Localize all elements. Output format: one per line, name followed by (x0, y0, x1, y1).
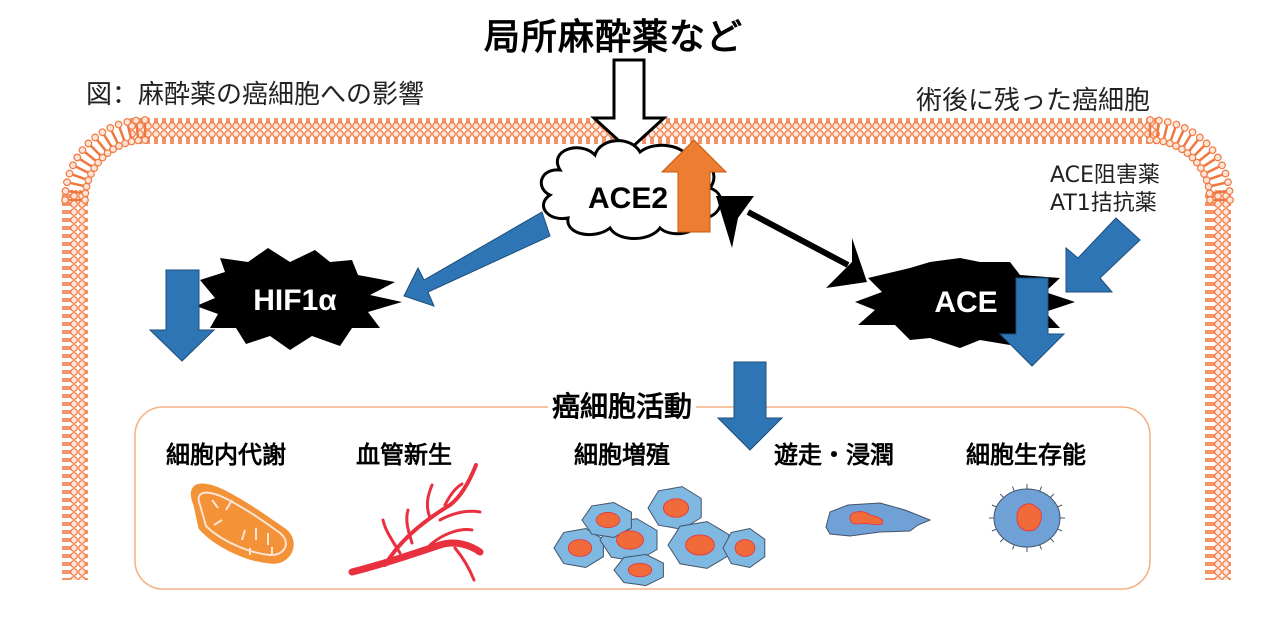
anesthetic-input-arrow (590, 58, 668, 153)
drug-inhibition-arrow (1065, 217, 1141, 293)
membrane-left (62, 190, 88, 580)
migrating-cell-icon (825, 502, 932, 537)
ace-label: ACE (934, 286, 997, 319)
hif1a-label: HIF1α (253, 284, 337, 317)
drug-label-at1-antagonist: AT1拮抗薬 (1050, 190, 1157, 216)
proliferating-cells-icon (553, 486, 766, 587)
drug-label: ACE阻害薬 AT1拮抗薬 (1050, 162, 1160, 217)
ace2-up-arrow (660, 139, 728, 233)
hif1a-starburst (196, 248, 402, 350)
activity-label-metabolism: 細胞内代謝 (166, 441, 286, 469)
ace2-to-hif1a-arrow (403, 211, 551, 307)
activity-label-proliferation: 細胞増殖 (574, 441, 670, 469)
blood-vessel-icon (348, 463, 484, 582)
ace2-label: ACE2 (588, 182, 668, 215)
membrane-right (1205, 190, 1231, 580)
cell-label: 術後に残った癌細胞 (916, 86, 1151, 116)
hif1a-down-arrow (148, 269, 216, 362)
viable-cell-icon (989, 484, 1065, 552)
activity-label-angiogenesis: 血管新生 (356, 441, 452, 469)
activity-label-viability: 細胞生存能 (966, 441, 1086, 469)
activity-title: 癌細胞活動 (548, 393, 697, 421)
mitochondria-icon (190, 483, 294, 564)
drug-label-ace-inhibitor: ACE阻害薬 (1050, 163, 1160, 188)
ace2-ace-double-arrow (716, 196, 867, 288)
figure-caption: 図：麻酔薬の癌細胞への影響 (86, 80, 425, 110)
ace-down-arrow (998, 277, 1066, 367)
activity-label-migration: 遊走・浸潤 (774, 441, 894, 469)
membrane-corner-left (61, 116, 149, 204)
cancer-activity-down-arrow (716, 361, 784, 451)
membrane-corner-right (1146, 116, 1234, 204)
main-title: 局所麻酔薬など (484, 17, 744, 58)
